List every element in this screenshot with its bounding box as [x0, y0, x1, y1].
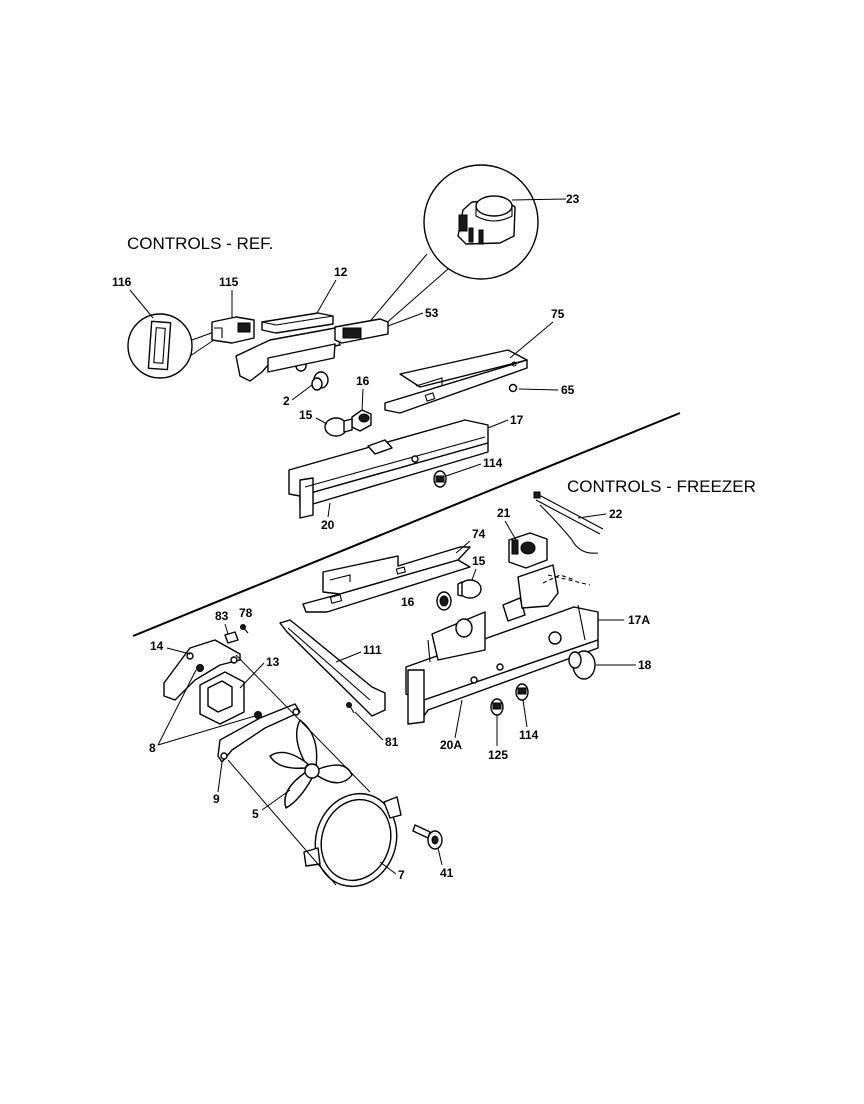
screw-part-41: [412, 824, 443, 850]
callout-18: 18: [638, 658, 652, 672]
cover-part-74: [302, 546, 471, 613]
clip-part-83: [224, 631, 239, 644]
switch-part-114-freezer: [515, 683, 529, 701]
socket-part-16: [351, 409, 372, 432]
callout-17: 17: [510, 413, 524, 427]
callout-21: 21: [497, 506, 511, 520]
control-housing-part-17A: [405, 564, 599, 725]
timer-holder-part-53: [334, 318, 389, 344]
callout-5: 5: [252, 807, 259, 821]
bulb-part-15: [324, 417, 353, 437]
thermostat-part-21: [508, 532, 548, 569]
callout-53: 53: [425, 306, 439, 320]
switch-part-125: [490, 698, 504, 716]
fan-blade-part-5: [269, 719, 353, 809]
freezer-controls-title: CONTROLS - FREEZER: [567, 477, 756, 496]
switch-part-115: [211, 316, 255, 344]
control-housing-part-17: [288, 419, 489, 519]
fan-shroud-part-7: [227, 654, 402, 888]
callout-22: 22: [609, 507, 623, 521]
callout-65: 65: [561, 383, 575, 397]
screw-part-65: [508, 383, 518, 393]
screw-part-78: [240, 624, 249, 634]
section-divider: [132, 412, 681, 637]
callout-2: 2: [283, 394, 290, 408]
light-shield-detail-circle: [127, 313, 215, 379]
knob-part-18: [568, 650, 596, 680]
callout-23: 23: [566, 192, 580, 206]
screw-part-81: [346, 702, 355, 714]
callout-78: 78: [239, 606, 253, 620]
callout-83: 83: [215, 609, 229, 623]
switch-part-114-ref: [433, 470, 447, 488]
callout-114-ref: 114: [483, 456, 503, 470]
callout-9: 9: [213, 792, 220, 806]
callout-8: 8: [149, 741, 156, 755]
cover-part-75: [384, 349, 528, 414]
callout-75: 75: [551, 307, 565, 321]
bracket-part-12: [235, 312, 341, 382]
callout-16-ref: 16: [356, 374, 370, 388]
callout-15-ref: 15: [299, 408, 313, 422]
callout-20: 20: [321, 518, 335, 532]
ref-controls-title: CONTROLS - REF.: [127, 234, 273, 253]
callout-13: 13: [266, 655, 280, 669]
callout-115: 115: [219, 275, 239, 289]
callout-116: 116: [112, 275, 132, 289]
socket-part-16-freezer: [436, 591, 452, 611]
callout-74: 74: [472, 527, 486, 541]
timer-detail-circle: [365, 164, 567, 327]
knob-part-2: [311, 371, 329, 391]
fan-motor-part-13: [196, 664, 262, 725]
callout-7: 7: [398, 868, 405, 882]
callout-15-freezer: 15: [472, 554, 486, 568]
bulb-part-15-freezer: [457, 579, 482, 599]
capillary-part-22: [533, 491, 604, 554]
callout-20A: 20A: [440, 738, 462, 752]
callout-41: 41: [440, 866, 454, 880]
callout-114-freezer: 114: [519, 728, 539, 742]
callout-125: 125: [488, 748, 508, 762]
callout-14: 14: [150, 639, 164, 653]
callout-12: 12: [334, 265, 348, 279]
callout-111: 111: [363, 643, 382, 657]
callout-17A: 17A: [628, 613, 650, 627]
callout-81: 81: [385, 735, 399, 749]
callout-16-freezer: 16: [401, 595, 415, 609]
bracket-part-111: [279, 619, 386, 717]
